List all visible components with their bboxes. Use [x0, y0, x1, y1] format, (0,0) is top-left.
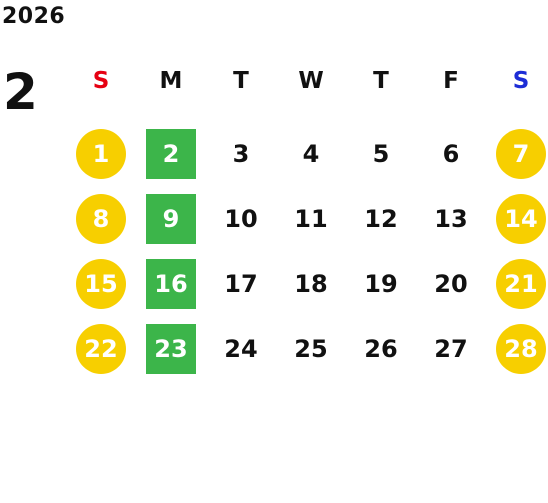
day-cell[interactable]: 25: [294, 334, 328, 363]
weekday-header-friday: F: [443, 68, 459, 94]
year-label: 2026: [2, 4, 66, 29]
day-cell[interactable]: 11: [294, 204, 328, 233]
calendar-grid: S M T W T F S 1 2 3 4 5 6 7 8 9 10 11 12…: [66, 56, 548, 381]
day-cell[interactable]: 24: [224, 334, 258, 363]
day-cell[interactable]: 5: [372, 139, 390, 168]
weekday-header-thursday: T: [373, 68, 389, 94]
month-number: 2: [3, 63, 38, 121]
weekend-day-marker[interactable]: 15: [76, 258, 126, 309]
weekend-day-marker[interactable]: 22: [76, 323, 126, 374]
day-cell[interactable]: 17: [224, 269, 258, 298]
highlighted-day-marker[interactable]: 2: [146, 128, 196, 179]
weekday-header-sunday: S: [92, 68, 110, 94]
day-cell[interactable]: 13: [434, 204, 468, 233]
day-cell[interactable]: 12: [364, 204, 398, 233]
day-cell[interactable]: 3: [232, 139, 250, 168]
day-cell[interactable]: 19: [364, 269, 398, 298]
weekend-day-marker[interactable]: 21: [496, 258, 546, 309]
weekday-header-tuesday: T: [233, 68, 249, 94]
day-cell[interactable]: 10: [224, 204, 258, 233]
weekend-day-marker[interactable]: 7: [496, 128, 546, 179]
day-cell[interactable]: 6: [442, 139, 460, 168]
day-cell[interactable]: 27: [434, 334, 468, 363]
weekend-day-marker[interactable]: 1: [76, 128, 126, 179]
highlighted-day-marker[interactable]: 23: [146, 323, 196, 374]
highlighted-day-marker[interactable]: 16: [146, 258, 196, 309]
day-cell[interactable]: 26: [364, 334, 398, 363]
weekend-day-marker[interactable]: 8: [76, 193, 126, 244]
weekday-header-monday: M: [159, 68, 183, 94]
day-cell[interactable]: 4: [302, 139, 320, 168]
highlighted-day-marker[interactable]: 9: [146, 193, 196, 244]
day-cell[interactable]: 18: [294, 269, 328, 298]
day-cell[interactable]: 20: [434, 269, 468, 298]
weekday-header-saturday: S: [512, 68, 530, 94]
weekend-day-marker[interactable]: 14: [496, 193, 546, 244]
weekend-day-marker[interactable]: 28: [496, 323, 546, 374]
weekday-header-wednesday: W: [298, 68, 324, 94]
